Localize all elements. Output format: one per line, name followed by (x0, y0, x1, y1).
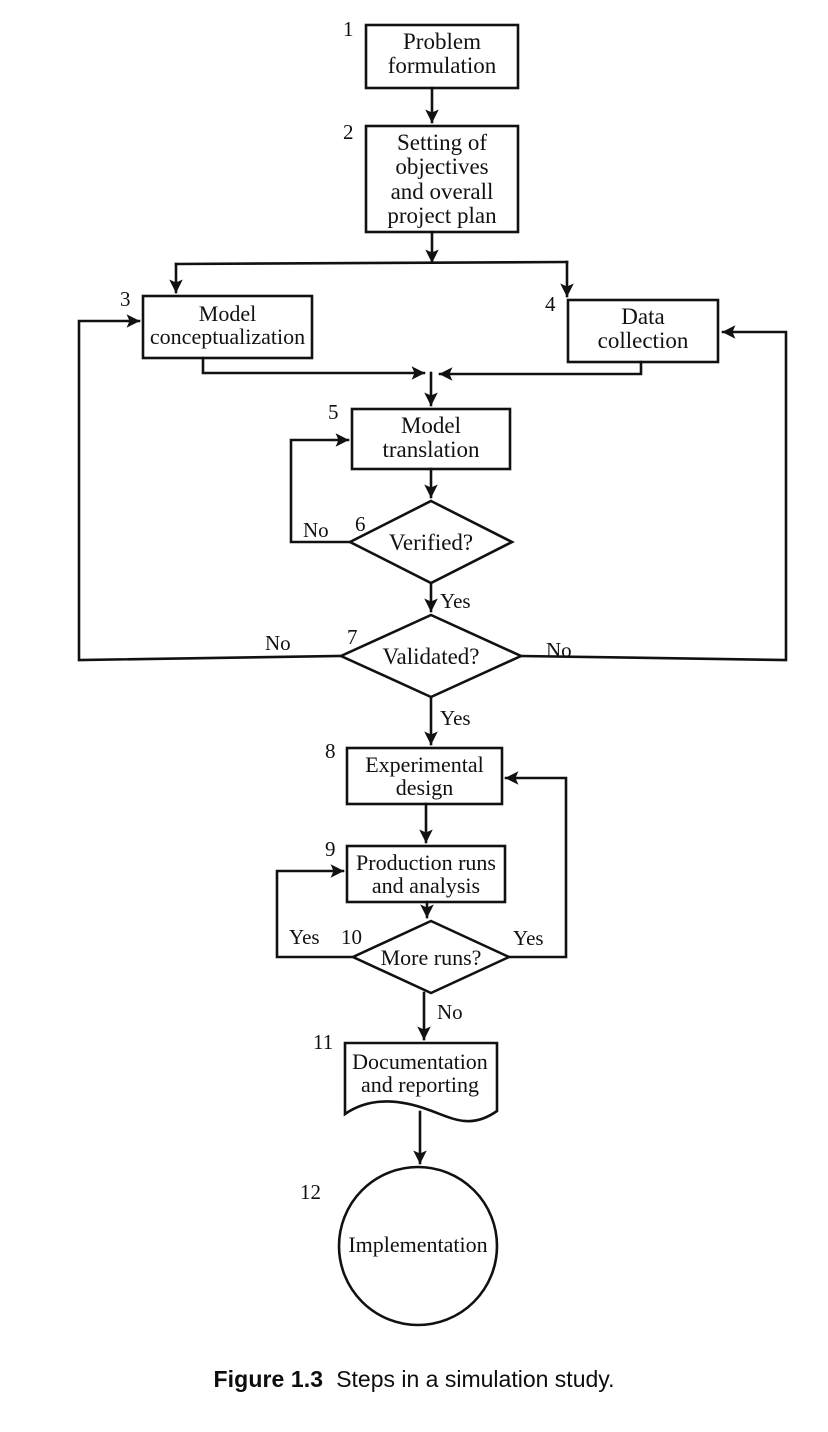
node-number-8: 8 (325, 739, 336, 763)
edge-node-4-down (438, 360, 643, 381)
node-number-1: 1 (343, 17, 354, 41)
edge-more-runs-yes-right-loop (504, 771, 568, 959)
edge-label-more-runs-yes-right: Yes (513, 926, 544, 950)
node-4-shape (566, 298, 720, 364)
edge-split-bar (174, 260, 569, 266)
edge-label-verified-no: No (303, 518, 329, 542)
figure-caption: Figure 1.3 Steps in a simulation study. (0, 1366, 828, 1393)
edge-label-validated-no-right: No (546, 638, 572, 662)
node-number-3: 3 (120, 287, 131, 311)
node-number-7: 7 (347, 625, 358, 649)
node-number-4: 4 (545, 292, 556, 316)
node-number-9: 9 (325, 837, 336, 861)
edge-validated-no-right-loop (519, 325, 788, 662)
node-number-5: 5 (328, 400, 339, 424)
edge-validated-no-left-loop (77, 314, 343, 662)
figure-caption-text: Steps in a simulation study. (336, 1366, 615, 1392)
node-3-shape (141, 294, 314, 360)
edge-more-runs-yes-left-loop (275, 864, 355, 959)
edge-label-more-runs-yes-left: Yes (289, 925, 320, 949)
node-11-shape (343, 1041, 499, 1123)
node-2-shape (364, 124, 520, 234)
edge-label-verified-yes: Yes (440, 589, 471, 613)
node-10-shape (349, 919, 513, 995)
node-number-11: 11 (313, 1030, 334, 1054)
node-number-10: 10 (341, 925, 362, 949)
edge-label-validated-no-left: No (265, 631, 291, 655)
node-9-shape (345, 844, 507, 904)
node-number-6: 6 (355, 512, 366, 536)
node-8-shape (345, 746, 504, 806)
node-number-12: 12 (300, 1180, 321, 1204)
edge-node-3-down (201, 356, 426, 380)
edge-label-more-runs-no: No (437, 1000, 463, 1024)
node-1-shape (364, 23, 520, 90)
node-5-shape (350, 407, 512, 471)
node-7-shape (337, 613, 525, 699)
edge-verified-no-loop (289, 433, 352, 544)
node-12-shape (337, 1165, 499, 1327)
node-6-shape (347, 499, 515, 585)
edge-label-validated-yes: Yes (440, 706, 471, 730)
node-number-2: 2 (343, 120, 354, 144)
figure-caption-label: Figure 1.3 (213, 1366, 324, 1392)
